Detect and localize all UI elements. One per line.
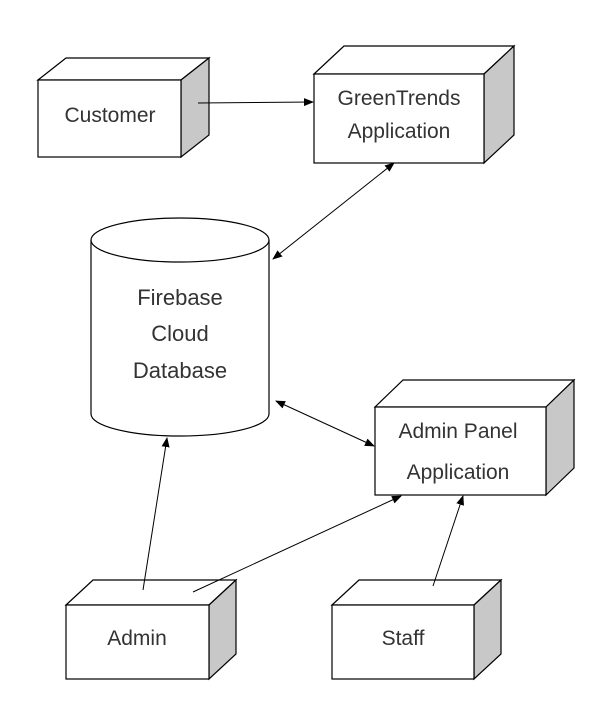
node-firebase-database: Firebase Cloud Database xyxy=(90,217,270,437)
admin-label: Admin xyxy=(107,627,167,650)
greentrends-label-line2: Application xyxy=(348,120,451,143)
node-admin: Admin xyxy=(64,578,238,681)
arrow-customer-to-greentrends xyxy=(197,98,314,107)
admin-panel-label-line2: Application xyxy=(407,461,510,484)
customer-label: Customer xyxy=(64,104,155,127)
firebase-label-line3: Database xyxy=(133,358,227,383)
firebase-label-line2: Cloud xyxy=(151,321,208,346)
arrow-staff-to-admin-panel xyxy=(432,495,464,587)
arrow-admin-to-firebase xyxy=(142,437,170,591)
admin-panel-label-line1: Admin Panel xyxy=(398,420,517,443)
arrow-firebase-admin-panel xyxy=(275,400,375,447)
staff-label: Staff xyxy=(382,627,425,650)
node-greentrends-application: GreenTrends Application xyxy=(312,44,516,165)
arrow-greentrends-firebase xyxy=(272,162,395,260)
greentrends-label-line1: GreenTrends xyxy=(338,87,461,110)
node-customer: Customer xyxy=(36,56,211,159)
arrow-admin-to-admin-panel xyxy=(192,495,402,593)
firebase-label-line1: Firebase xyxy=(137,285,223,310)
node-staff: Staff xyxy=(330,578,503,681)
node-admin-panel-application: Admin Panel Application xyxy=(373,378,576,497)
